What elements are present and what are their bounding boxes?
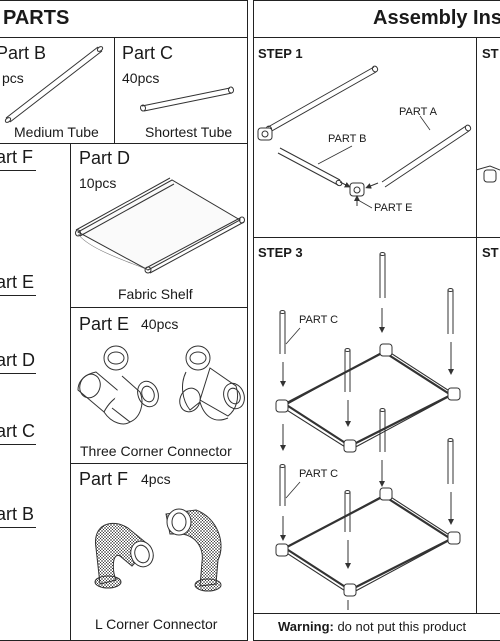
three-corner-connector-drawing-2: [179, 345, 245, 421]
step3-label-part-c-1: PART C: [299, 314, 339, 326]
step1-label-part-a: PART A: [399, 106, 437, 118]
left-underline-e: [0, 295, 36, 296]
left-underline-b: [0, 527, 36, 528]
part-c-desc: Shortest Tube: [145, 124, 233, 140]
part-d-count: 10pcs: [79, 175, 117, 191]
part-e-name: Part E: [79, 314, 130, 334]
part-c-name: Part C: [122, 43, 174, 63]
part-b-tube-drawing: [4, 46, 104, 123]
l-corner-connector-drawing: [94, 522, 154, 589]
warning-label: Warning:: [278, 619, 334, 634]
three-corner-connector-drawing: [77, 345, 159, 425]
left-underline-f: [0, 170, 36, 171]
left-underline-d: [0, 373, 36, 374]
warning-text: Warning: do not put this product: [278, 619, 466, 634]
l-corner-connector-drawing-2: [165, 508, 222, 592]
step-1-drawing: [257, 65, 500, 209]
step-2-label-partial: ST: [482, 46, 499, 61]
left-label-part-c: art C: [0, 421, 36, 441]
parts-row-divider-1: [0, 143, 247, 144]
left-label-part-d: art D: [0, 350, 36, 370]
part-f-desc: L Corner Connector: [95, 616, 218, 632]
parts-header-divider: [0, 37, 247, 38]
left-label-part-b: art B: [0, 504, 35, 524]
step-1-label: STEP 1: [258, 46, 303, 61]
part-d-name: Part D: [79, 148, 131, 168]
fabric-shelf-drawing: [75, 177, 245, 274]
part-b-desc: Medium Tube: [14, 124, 99, 140]
part-c-tube-drawing: [139, 86, 235, 112]
part-b-name: Part B: [0, 43, 47, 63]
assembly-col-divider: [476, 37, 477, 613]
left-underline-c: [0, 444, 36, 445]
part-f-count: 4pcs: [141, 471, 171, 487]
step-3-drawing: [275, 252, 461, 610]
assembly-row-divider: [253, 237, 500, 238]
step3-label-part-c-2: PART C: [299, 468, 339, 480]
step-3-label: STEP 3: [258, 245, 303, 260]
left-label-part-e: art E: [0, 272, 35, 292]
warning-divider: [253, 613, 500, 614]
part-b-divider: [114, 37, 115, 143]
step1-label-part-e: PART E: [374, 202, 413, 214]
part-e-desc: Three Corner Connector: [80, 443, 232, 459]
parts-row-divider-2: [70, 307, 247, 308]
warning-body: do not put this product: [333, 619, 467, 634]
parts-header: PARTS: [3, 7, 70, 29]
step-4-label-partial: ST: [482, 245, 499, 260]
left-column-divider: [70, 143, 71, 641]
part-f-name: Part F: [79, 469, 129, 489]
step1-label-part-b: PART B: [328, 133, 367, 145]
part-d-desc: Fabric Shelf: [118, 286, 193, 302]
assembly-header: Assembly Ins: [373, 7, 500, 29]
left-label-part-f: art F: [0, 147, 34, 167]
part-b-count: pcs: [2, 70, 24, 86]
parts-row-divider-3: [70, 463, 247, 464]
assembly-header-divider: [253, 37, 500, 38]
part-e-count: 40pcs: [141, 316, 179, 332]
part-c-count: 40pcs: [122, 70, 160, 86]
